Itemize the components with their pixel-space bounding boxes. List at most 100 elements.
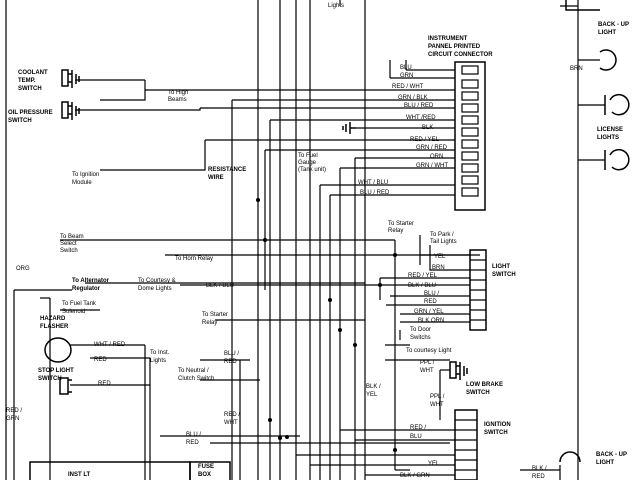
- label-instrument-connector-3: CIRCUIT CONNECTOR: [428, 52, 493, 58]
- hazard-flasher-symbol: [44, 337, 72, 363]
- wire-label-blu-red-left-2: RED: [186, 440, 199, 446]
- wire-label: BLU: [400, 65, 412, 71]
- label-fuel-tank-2: Solenoid: [62, 309, 85, 315]
- label-backup-light-top-1: BACK - UP: [598, 22, 629, 28]
- label-stop-light-1: STOP LIGHT: [38, 368, 74, 374]
- label-ignition-switch-1: IGNITION: [484, 422, 511, 428]
- label-starter-relay-top-1: To Starter: [388, 221, 414, 227]
- label-alternator-2: Regulator: [72, 286, 101, 292]
- wire-label: RED / YEL: [408, 273, 438, 279]
- wire-label: RED /: [410, 425, 426, 431]
- wire-label: RED / WHT: [392, 84, 424, 90]
- wire-label-red-wht-1: RED /: [224, 412, 240, 418]
- label-ignition-module-1: To Ignition: [72, 172, 99, 178]
- label-courtesy-dome-2: Dome Lights: [138, 286, 172, 292]
- wire-label: GRN / BLK: [398, 95, 428, 101]
- instrument-connector: [454, 61, 486, 211]
- label-light-switch-2: SWITCH: [492, 272, 516, 278]
- wire-label-blk-blu: BLK / BLU: [206, 283, 234, 289]
- wire-label: GRN: [400, 73, 413, 79]
- label-license-1: LICENSE: [597, 127, 623, 133]
- wire-label: GRN / WHT: [416, 163, 448, 169]
- label-courtesy-light: To courtesy Light: [406, 348, 452, 354]
- label-resistance-2: WIRE: [208, 175, 224, 181]
- wire-label: YEL: [434, 254, 446, 260]
- label-beam-select-1: To Beam: [60, 234, 84, 240]
- wire-label: BRN: [432, 265, 445, 271]
- wire-label-ppl-wht-low-1: PPL /: [430, 394, 445, 400]
- wire-label: BLK / GRN: [400, 473, 430, 479]
- label-backup-light-bottom-1: BACK - UP: [596, 452, 627, 458]
- label-resistance-1: RESISTANCE: [208, 167, 246, 173]
- wire-label-ppl-wht-low-2: WHT: [430, 402, 444, 408]
- wire-label: RED: [424, 299, 437, 305]
- label-horn-relay: To Horn Relay: [175, 256, 213, 262]
- label-instrument-connector-1: INSTRUMENT: [428, 36, 468, 42]
- label-coolant-3: SWITCH: [18, 86, 42, 92]
- wire-label-red-hazard: RED: [94, 357, 107, 363]
- wire-label-blk-yel-1: BLK /: [366, 384, 381, 390]
- wire-label: BLU / RED: [360, 190, 390, 196]
- lamps: [559, 0, 630, 463]
- wire-label: BLU: [410, 434, 422, 440]
- light-switch-symbol: [469, 249, 487, 331]
- label-oil-2: SWITCH: [8, 118, 32, 124]
- label-neutral-clutch-2: Clutch Switch: [178, 376, 214, 382]
- label-low-brake-2: SWITCH: [466, 390, 490, 396]
- wire-label-blk-red-2: RED: [532, 474, 545, 480]
- label-license-2: LIGHTS: [597, 135, 619, 141]
- label-starter-relay-top-2: Relay: [388, 228, 403, 234]
- light-switch-wire-labels: YEL BRN RED / YEL BLK / BLU BLU / RED GR…: [408, 254, 446, 324]
- wire-label-brn: BRN: [570, 66, 583, 72]
- wire-label: BLK ORN: [418, 318, 444, 324]
- label-neutral-clutch-1: To Neutral /: [178, 368, 209, 374]
- label-inst-lt: INST LT: [68, 472, 91, 478]
- label-high-beams-2: Beams: [168, 97, 187, 103]
- label-lights-top: Lights: [328, 3, 344, 9]
- label-hazard-2: FLASHER: [40, 324, 69, 330]
- wire-label-blk-red-1: BLK /: [532, 466, 547, 472]
- label-inst-lights-2: Lights: [150, 358, 166, 364]
- coolant-switch-symbol: [61, 69, 80, 88]
- label-beam-select-2: Select: [60, 241, 77, 247]
- label-backup-light-bottom-2: LIGHT: [596, 460, 614, 466]
- wires: [5, 0, 605, 480]
- wire-label: YEL: [428, 461, 440, 467]
- wire-label: RED / YEL: [410, 137, 440, 143]
- label-starter-relay-1: To Starter: [202, 312, 228, 318]
- low-brake-switch-symbol: [449, 361, 468, 380]
- label-fuel-gauge-3: (Tank unit): [298, 167, 326, 173]
- wire-label: BLK: [422, 125, 433, 131]
- label-instrument-connector-2: PANNEL PRINTED: [428, 44, 481, 50]
- wire-label: ORN: [430, 154, 443, 160]
- fuse-box-symbol: [29, 461, 231, 480]
- wire-label-red-grn-1: RED /: [6, 408, 22, 414]
- oil-switch-symbol: [61, 101, 80, 120]
- label-starter-relay-2: Relay: [202, 320, 217, 326]
- wire-label: BLU /: [424, 291, 439, 297]
- label-inst-lights-1: To Inst.: [150, 350, 170, 356]
- label-courtesy-dome-1: To Courtesy &: [138, 278, 176, 284]
- label-door-switches-1: To Door: [410, 327, 431, 333]
- label-high-beams-1: To High: [168, 90, 188, 96]
- wire-label-blk-yel-2: YEL: [366, 392, 378, 398]
- ignition-wire-labels: RED / BLU YEL BLK / GRN: [400, 425, 440, 479]
- wire-label: WHT /RED: [406, 115, 436, 121]
- connector-wire-labels: BLU GRN RED / WHT GRN / BLK BLU / RED WH…: [358, 65, 448, 196]
- label-fuel-gauge-2: Gauge: [298, 160, 317, 166]
- ignition-switch-symbol: [454, 409, 478, 480]
- wire-label-ppl-wht-1: PPL /: [420, 360, 435, 366]
- label-backup-light-top-2: LIGHT: [598, 30, 616, 36]
- label-park-tail-1: To Park /: [430, 232, 454, 238]
- label-fuel-gauge-1: To Fuel: [298, 153, 318, 159]
- label-fuel-tank-1: To Fuel Tank: [62, 301, 97, 307]
- wire-label: GRN / YEL: [414, 309, 444, 315]
- wire-label-ppl-wht-2: WHT: [420, 368, 434, 374]
- wire-label-red-wht-2: WHT: [224, 420, 238, 426]
- label-org: ORG: [16, 266, 30, 272]
- labels: Lights BACK - UP LIGHT INSTRUMENT PANNEL…: [8, 3, 629, 478]
- label-stop-light-2: SWITCH: [38, 376, 62, 382]
- wire-label: BLK / BLU: [408, 283, 436, 289]
